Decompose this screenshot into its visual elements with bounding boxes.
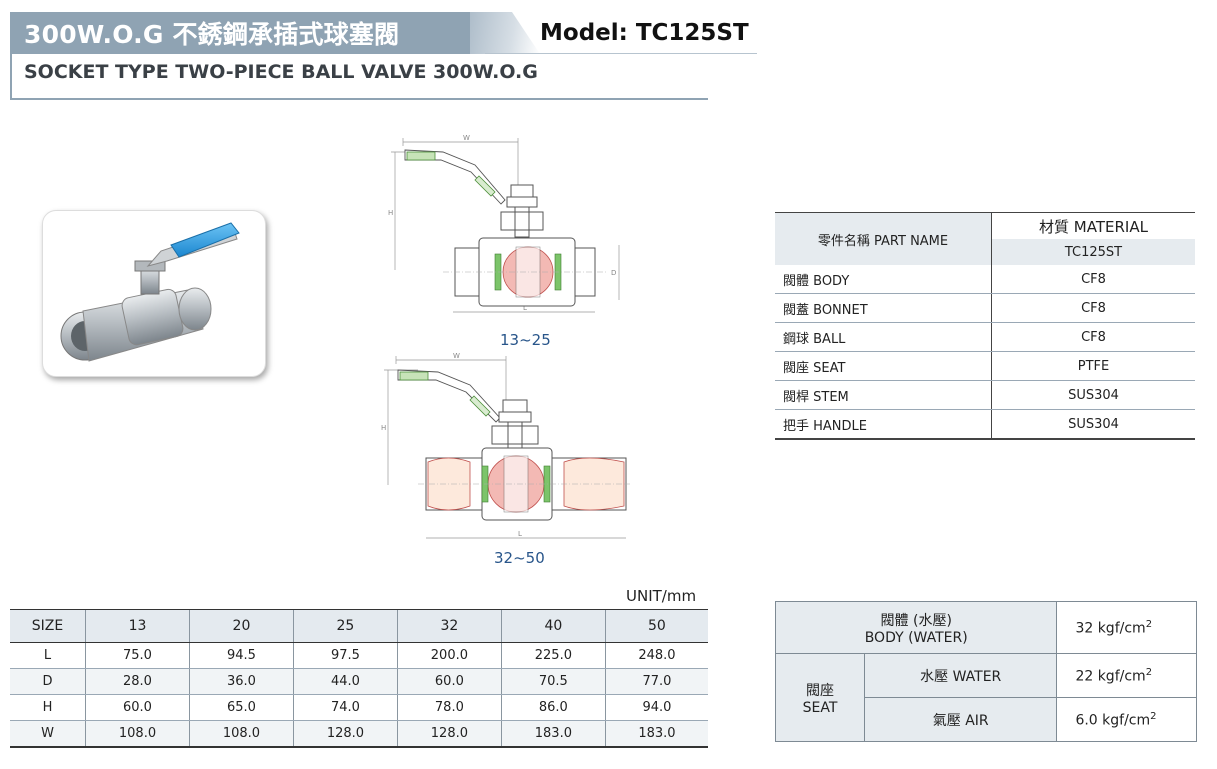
cell: 75.0	[85, 642, 190, 669]
size-value: 32	[396, 609, 502, 643]
part-name: 閥桿 STEM	[775, 380, 992, 410]
material-model-header: TC125ST	[991, 239, 1195, 265]
table-row: L 75.0 94.5 97.5 200.0 225.0 248.0	[10, 642, 708, 669]
page-title: 300W.O.G 不銹鋼承插式球塞閥	[24, 20, 400, 49]
table-row: 鋼球 BALL CF8	[775, 322, 1195, 352]
valve-drawing-small: W H L D	[388, 134, 620, 313]
table-header-row: SIZE 13 20 25 32 40 50	[10, 609, 708, 643]
part-name: 閥體 BODY	[775, 265, 992, 294]
table-row: 閥蓋 BONNET CF8	[775, 293, 1195, 323]
caption-size-small: 13~25	[500, 331, 551, 349]
cell: 60.0	[396, 668, 502, 695]
valve-drawing-large: W H L D	[381, 352, 630, 539]
part-material: CF8	[991, 293, 1195, 323]
part-material: PTFE	[991, 351, 1195, 381]
size-value: 13	[85, 609, 190, 643]
part-name-header: 零件名稱 PART NAME	[775, 212, 992, 265]
cell: 108.0	[85, 720, 190, 748]
cell: 200.0	[396, 642, 502, 669]
table-row: H 60.0 65.0 74.0 78.0 86.0 94.0	[10, 694, 708, 721]
row-label: H	[10, 694, 86, 721]
dimension-l-label: L	[523, 304, 527, 312]
dimension-h-label-2: H	[381, 424, 386, 432]
body-pressure-label-en: BODY (WATER)	[864, 629, 968, 646]
unit-label: UNIT/mm	[626, 587, 697, 605]
cell: 74.0	[292, 694, 398, 721]
cell: 28.0	[85, 668, 190, 695]
cell: 225.0	[500, 642, 606, 669]
table-row: W 108.0 108.0 128.0 128.0 183.0 183.0	[10, 720, 708, 748]
size-value: 40	[500, 609, 606, 643]
size-value: 25	[292, 609, 398, 643]
dimension-l-label-2: L	[518, 530, 522, 538]
cell: 86.0	[500, 694, 606, 721]
cell: 128.0	[292, 720, 398, 748]
part-name: 閥座 SEAT	[775, 351, 992, 381]
row-label: W	[10, 720, 86, 748]
table-row: 把手 HANDLE SUS304	[775, 409, 1195, 440]
part-name: 閥蓋 BONNET	[775, 293, 992, 323]
size-value: 50	[604, 609, 708, 643]
product-photo-card	[42, 210, 266, 377]
caption-size-large: 32~50	[494, 549, 545, 567]
header-band-tail	[470, 12, 540, 54]
water-pressure-value: 22 kgf/cm2	[1056, 653, 1197, 698]
cell: 183.0	[500, 720, 606, 748]
part-material: SUS304	[991, 380, 1195, 410]
header-band	[10, 12, 485, 54]
dimension-h-label: H	[388, 209, 393, 217]
cell: 128.0	[396, 720, 502, 748]
body-pressure-label-zh: 閥體 (水壓)	[880, 612, 952, 629]
table-row: 閥桿 STEM SUS304	[775, 380, 1195, 410]
table-row: 閥座 SEAT PTFE	[775, 351, 1195, 381]
page-subtitle: SOCKET TYPE TWO-PIECE BALL VALVE 300W.O.…	[24, 61, 538, 83]
material-header: 材質 MATERIAL	[991, 212, 1195, 239]
header-divider	[485, 53, 757, 54]
air-pressure-value: 6.0 kgf/cm2	[1056, 697, 1197, 742]
water-pressure-label: 水壓 WATER	[863, 653, 1058, 698]
table-row: 閥體 BODY CF8	[775, 265, 1195, 294]
cell: 65.0	[188, 694, 294, 721]
cell: 44.0	[292, 668, 398, 695]
seat-pressure-label: 閥座 SEAT	[775, 653, 865, 742]
cell: 108.0	[188, 720, 294, 748]
cell: 77.0	[604, 668, 708, 695]
part-material: SUS304	[991, 409, 1195, 440]
part-name: 鋼球 BALL	[775, 322, 992, 352]
row-label: D	[10, 668, 86, 695]
pressure-table: 閥體 (水壓) BODY (WATER) 32 kgf/cm2 閥座 SEAT …	[774, 601, 1197, 742]
model-number: Model: TC125ST	[540, 20, 749, 46]
part-material: CF8	[991, 265, 1195, 294]
table-row: D 28.0 36.0 44.0 60.0 70.5 77.0	[10, 668, 708, 695]
subtitle-frame	[10, 54, 708, 100]
material-table: 零件名稱 PART NAME 材質 MATERIAL TC125ST 閥體 BO…	[775, 212, 1195, 440]
cell: 60.0	[85, 694, 190, 721]
seat-pressure-label-en: SEAT	[802, 699, 838, 716]
size-value: 20	[188, 609, 294, 643]
cell: 36.0	[188, 668, 294, 695]
seat-pressure-label-zh: 閥座	[806, 682, 834, 699]
ball-valve-photo	[60, 222, 240, 362]
cell: 70.5	[500, 668, 606, 695]
air-pressure-label: 氣壓 AIR	[863, 697, 1058, 742]
row-label: L	[10, 642, 86, 669]
cell: 78.0	[396, 694, 502, 721]
cell: 97.5	[292, 642, 398, 669]
part-name: 把手 HANDLE	[775, 409, 992, 440]
dimension-table: SIZE 13 20 25 32 40 50 L 75.0 94.5 97.5 …	[10, 609, 708, 748]
cell: 248.0	[604, 642, 708, 669]
body-pressure-value: 32 kgf/cm2	[1056, 601, 1197, 654]
cell: 94.0	[604, 694, 708, 721]
dimension-w-label: W	[463, 134, 470, 142]
body-pressure-label: 閥體 (水壓) BODY (WATER)	[774, 601, 1058, 654]
size-header: SIZE	[10, 609, 86, 643]
part-material: CF8	[991, 322, 1195, 352]
cell: 94.5	[188, 642, 294, 669]
dimension-w-label-2: W	[453, 352, 460, 360]
cell: 183.0	[604, 720, 708, 748]
dimension-d-label: D	[611, 269, 616, 277]
